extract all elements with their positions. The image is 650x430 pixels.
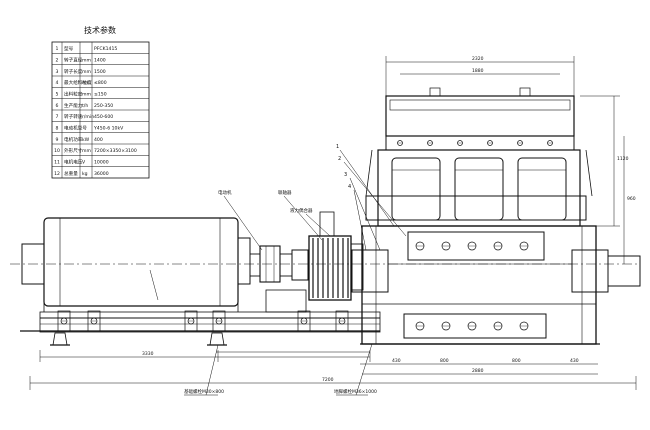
table-cell: 4 [56,80,59,86]
callout-1: 1 [336,144,339,150]
table-cell: 总重量 [64,170,78,177]
table-cell: 转子转速 [64,113,83,120]
table-cell: 6 [56,103,59,109]
table-cell: t/h [82,103,88,109]
table-cell: 8 [56,125,59,131]
table-cell: V [82,159,86,165]
table-cell: 250-350 [94,103,113,109]
table-cell: 400 [94,137,103,143]
table-cell: r/min [82,114,94,120]
table-cell: 7200×3350×3100 [94,148,137,154]
table-cell: 1 [56,46,59,52]
table-cell: 5 [56,91,59,97]
table-cell: PFCK1415 [94,46,117,52]
table-cell: 450-600 [94,114,113,120]
dim-span-c: 800 [512,358,521,364]
table-cell: 10000 [94,159,109,165]
table-cell: Y450-6 10kV [93,125,124,131]
dim-height-b: 960 [627,196,636,202]
callout-leaders [184,149,407,396]
table-cell: 外形尺寸 [64,147,83,154]
dim-span-d: 430 [570,358,579,364]
flywheel [308,211,364,301]
table-cell: 9 [56,137,59,143]
table-cell: 10 [54,148,60,154]
table-cell: 7 [56,114,59,120]
table-cell: 型号 [64,45,74,52]
motor [10,217,640,312]
callout-4: 4 [348,184,351,190]
callout-labels: 电动机 联轴器 液力偶合器 1 2 3 4 基础螺栓M30×800 地脚螺栓M3… [184,144,377,395]
dimension-lines [29,56,637,390]
table-cell: 电机电压 [64,158,83,165]
callout-bottom-right: 地脚螺栓M36×1000 [334,388,377,395]
callout-2: 2 [338,156,341,162]
base-frame [20,310,381,346]
table-cell: 转子直径 [64,56,83,63]
table-cell: 11 [54,159,60,165]
table-cell: 转子长度 [64,68,83,75]
table-title: 技术参数 [84,25,116,35]
table-cell: mm [82,149,91,154]
dim-height-a: 1120 [617,156,629,162]
dimension-labels: 3330 2880 7200 430 800 800 430 2320 1880… [142,56,636,383]
dim-right-total: 2880 [472,368,484,374]
dim-top-inner: 1880 [472,68,484,74]
table-cell: 出料粒度 [64,90,83,97]
table-cell: 36000 [94,171,109,177]
dim-base: 3330 [142,351,154,357]
crusher-upper-housing [365,87,593,227]
callout-3: 3 [344,172,347,178]
table-cell: 生产能力 [64,102,83,109]
table-cell: 1400 [94,57,106,63]
callout-fluid-coupling: 液力偶合器 [290,207,313,214]
table-cell: 3 [56,69,59,75]
table-cell: 电动机型号 [64,124,87,131]
dim-top-width: 2320 [472,56,484,62]
dim-span-a: 430 [392,358,401,364]
callout-bottom-left: 基础螺栓M30×800 [184,388,224,395]
table-cell: kW [82,137,90,143]
dim-span-b: 800 [440,358,449,364]
table-cell: mm [82,70,91,75]
crusher-lower-body [351,225,641,345]
table-cell: 12 [54,171,60,177]
table-cell: kg [82,171,88,177]
table-cell: mm [82,58,91,63]
table-cell: ≤150 [94,91,107,97]
table-cell: 最大给料粒度 [64,79,92,86]
callout-coupling: 联轴器 [278,189,292,196]
table-cell: 2 [56,57,59,63]
table-cell: 电机功率 [64,136,83,143]
table-cell: mm [82,81,91,86]
coupling [249,245,309,313]
callout-motor: 电动机 [218,189,232,196]
table-cell: mm [82,92,91,97]
dim-overall: 7200 [322,377,334,383]
table-cell: ≤800 [94,80,107,86]
table-cell: 1500 [94,69,106,75]
